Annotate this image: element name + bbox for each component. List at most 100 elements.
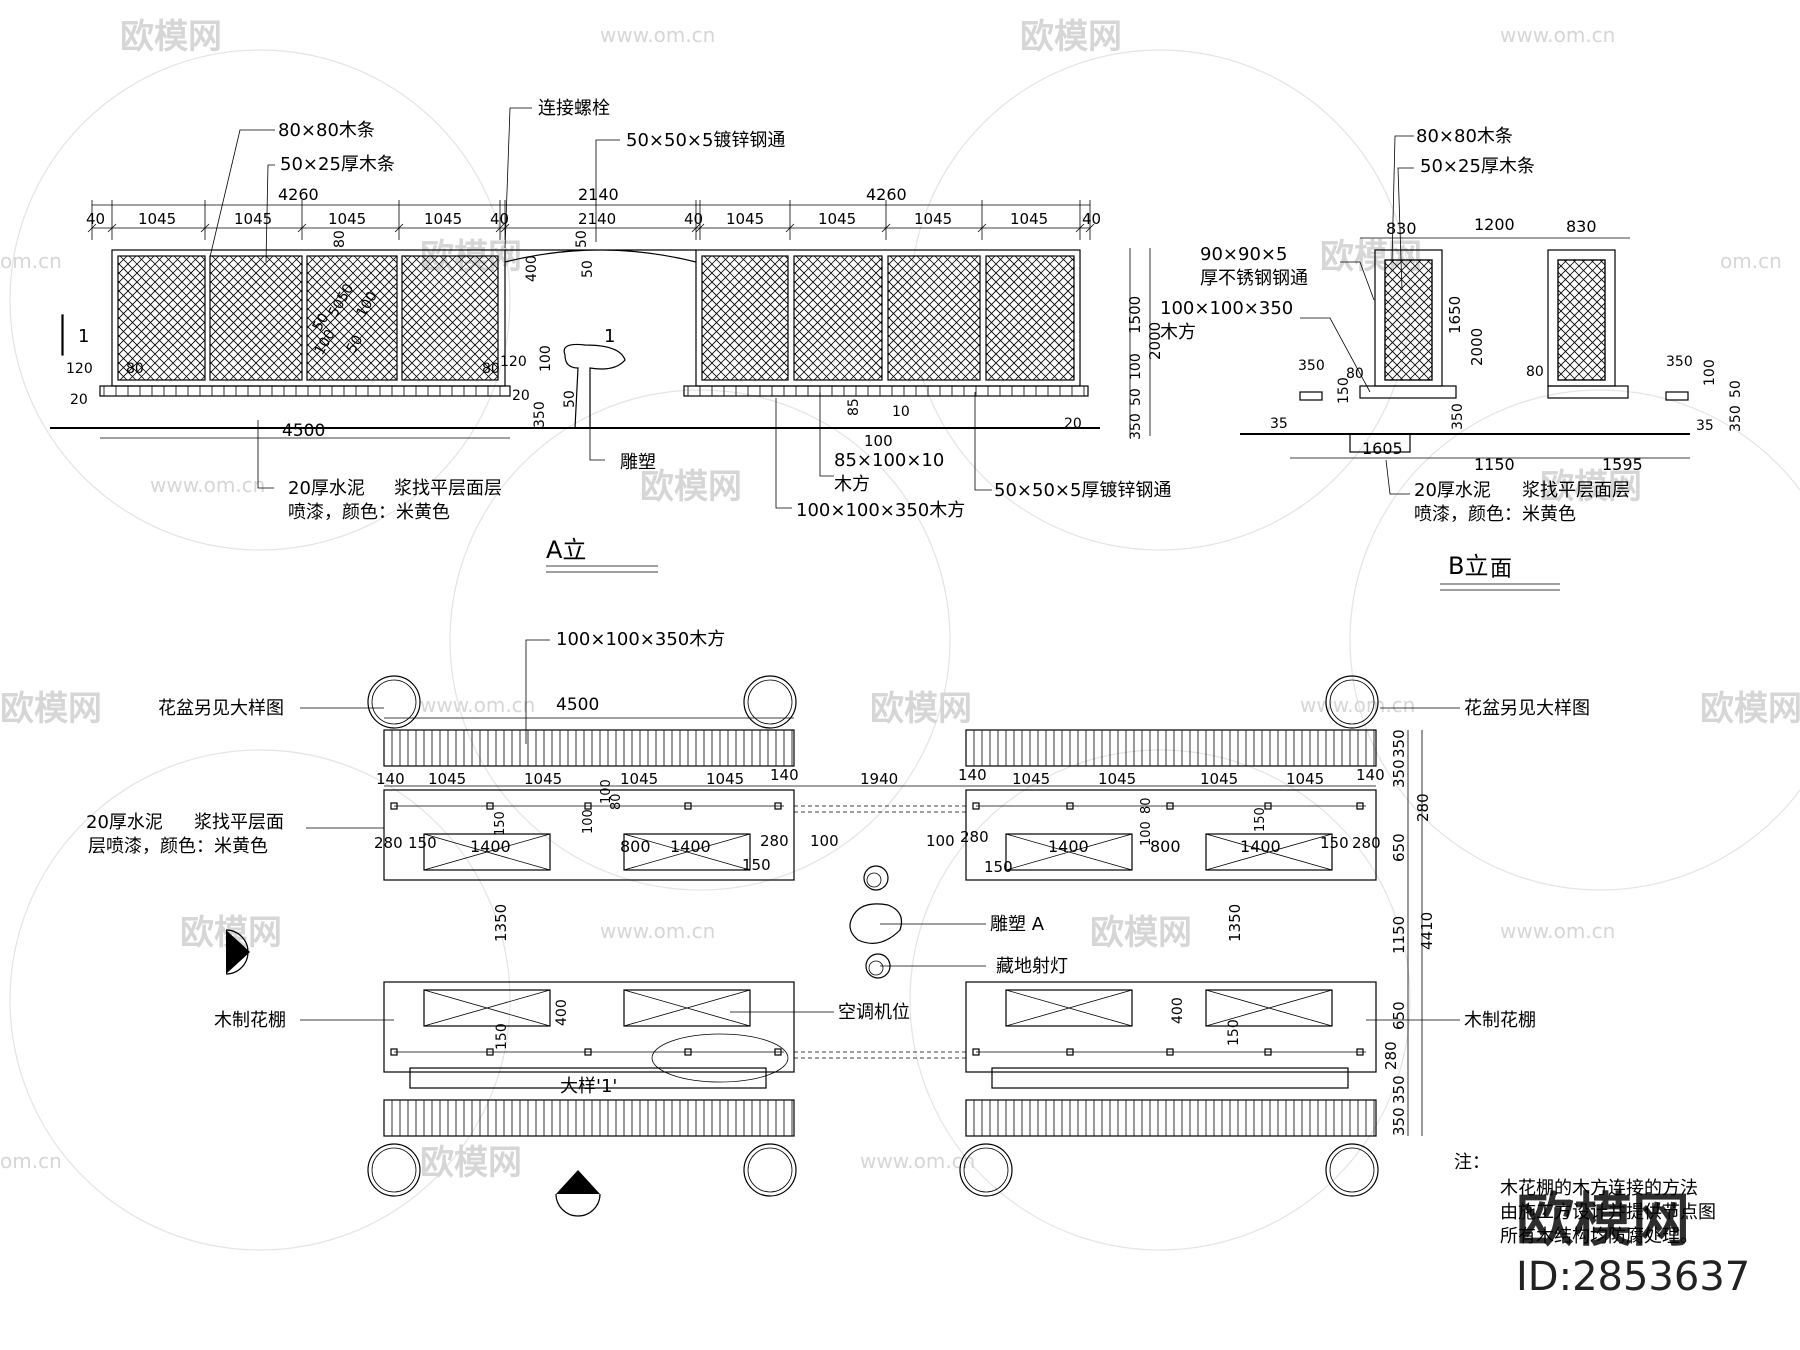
elevation-b: 830 1200 830 1605 1150 1595 350 80 150 3… (1160, 126, 1800, 591)
lattice-bar (867, 365, 882, 380)
dim-ticks (87, 200, 1095, 240)
dim-text: 280 (374, 834, 403, 852)
lattice-bar (1385, 260, 1422, 297)
watermark-text: 欧模网 (420, 1143, 522, 1183)
lattice-bar (1558, 260, 1568, 270)
lattice-bar (475, 256, 498, 279)
lattice-bar (940, 256, 1064, 380)
lattice-bar (307, 352, 335, 380)
dim-text: 1350 (492, 904, 510, 942)
label-spotlight: 藏地射灯 (996, 956, 1068, 977)
lattice-bar (886, 256, 1010, 380)
lattice-bar (1390, 338, 1432, 380)
lattice-bar (1041, 347, 1074, 380)
lattice-bar (979, 256, 980, 257)
dim-text: 80 (126, 361, 144, 377)
lattice-bar (1481, 260, 1601, 380)
lattice-bar (1558, 325, 1605, 374)
lattice-bar (794, 343, 831, 380)
lattice-bar (371, 354, 397, 380)
label-wood-50: 50×25厚木条 (280, 154, 395, 175)
lattice-bar (1517, 260, 1637, 380)
watermark-url: om.cn (0, 1149, 62, 1173)
dim-text: 100 (1139, 821, 1154, 846)
dim-text: 100 (538, 345, 554, 372)
lattice-bar (849, 347, 882, 380)
notes-line: 木花棚的木方连接的方法 (1500, 1178, 1698, 1199)
base-right (683, 385, 1089, 397)
lattice-bar (986, 334, 1032, 380)
lattice-bar (118, 352, 146, 380)
lattice-bar (1050, 356, 1074, 380)
lattice-bar (998, 256, 1122, 380)
lattice-bar (118, 325, 173, 380)
dim-text: 280 (760, 832, 789, 850)
lattice-bar (1385, 311, 1432, 360)
lattice-bar (539, 256, 663, 380)
dim-text: 350 (1390, 1075, 1408, 1104)
lattice-bar (794, 256, 831, 293)
lattice-bar (1385, 334, 1431, 380)
dim-text: 1045 (914, 210, 952, 228)
leader-line (1397, 167, 1414, 291)
lattice-bar (211, 289, 302, 380)
ac-unit-box (623, 833, 751, 871)
dim-text: 35 (1696, 418, 1714, 434)
label-wood-80: 80×80木条 (278, 120, 375, 141)
lattice-bar (173, 348, 205, 380)
lattice-bar (210, 256, 274, 320)
trellis-frame-top-left (383, 789, 795, 881)
label-bolt: 连接螺栓 (538, 98, 610, 119)
label-wood-1: 100×100×350 (1160, 298, 1293, 319)
dim-text: 400 (554, 999, 570, 1026)
dim-text: 20 (1064, 416, 1082, 432)
lattice-bar (1558, 320, 1605, 369)
lattice-bar (922, 256, 1046, 380)
lattice-bar (904, 256, 1028, 380)
lattice-bar (1558, 262, 1605, 311)
lattice-bar (888, 352, 916, 380)
dim-text: 80 (1346, 366, 1364, 382)
sculpture (563, 343, 626, 429)
leader-line (819, 392, 834, 477)
ac-unit-cross (1205, 989, 1333, 1027)
lattice-bar (1717, 260, 1800, 380)
lattice-bar (118, 256, 191, 329)
lattice-bar (584, 256, 708, 380)
dim-text: 120 (500, 354, 527, 370)
dim-text: 1350 (1226, 904, 1244, 942)
lattice-mesh (794, 256, 1073, 380)
lattice-bar (210, 256, 283, 329)
lattice-bar (210, 343, 247, 380)
lattice-bar (402, 352, 430, 380)
section-mark: 1 (604, 326, 615, 347)
lattice-bar (402, 343, 439, 380)
plant-pot (367, 675, 421, 729)
lattice-mesh (307, 256, 397, 380)
trellis-post (684, 802, 692, 810)
lattice-bar (344, 256, 397, 309)
lattice-bar (326, 309, 397, 380)
trellis-post (584, 802, 592, 810)
lattice-bar (307, 282, 397, 374)
lattice-bar (986, 325, 1041, 380)
lattice-bar (888, 256, 952, 320)
lattice-bar (402, 256, 457, 311)
ac-unit-cross (1005, 833, 1133, 871)
lattice-bar (146, 321, 205, 380)
dim-text: 80 (1139, 797, 1154, 814)
watermark-text: 欧模网 (1700, 689, 1800, 729)
dim-text: 400 (524, 255, 540, 282)
lattice-bar (1472, 260, 1592, 380)
plant-pot-inner (1329, 1147, 1375, 1193)
lattice-bar (949, 256, 1073, 380)
lattice-bar (1007, 256, 1131, 380)
dim-text: 150 (494, 1023, 510, 1050)
leader-line (1340, 261, 1375, 301)
dim-text: 4260 (278, 185, 319, 204)
lattice-bar (934, 256, 980, 302)
lattice-bar (986, 256, 1068, 338)
trellis-frame-top-right (965, 789, 1377, 881)
lattice-bar (986, 256, 996, 266)
lattice-bar (1041, 256, 1074, 289)
